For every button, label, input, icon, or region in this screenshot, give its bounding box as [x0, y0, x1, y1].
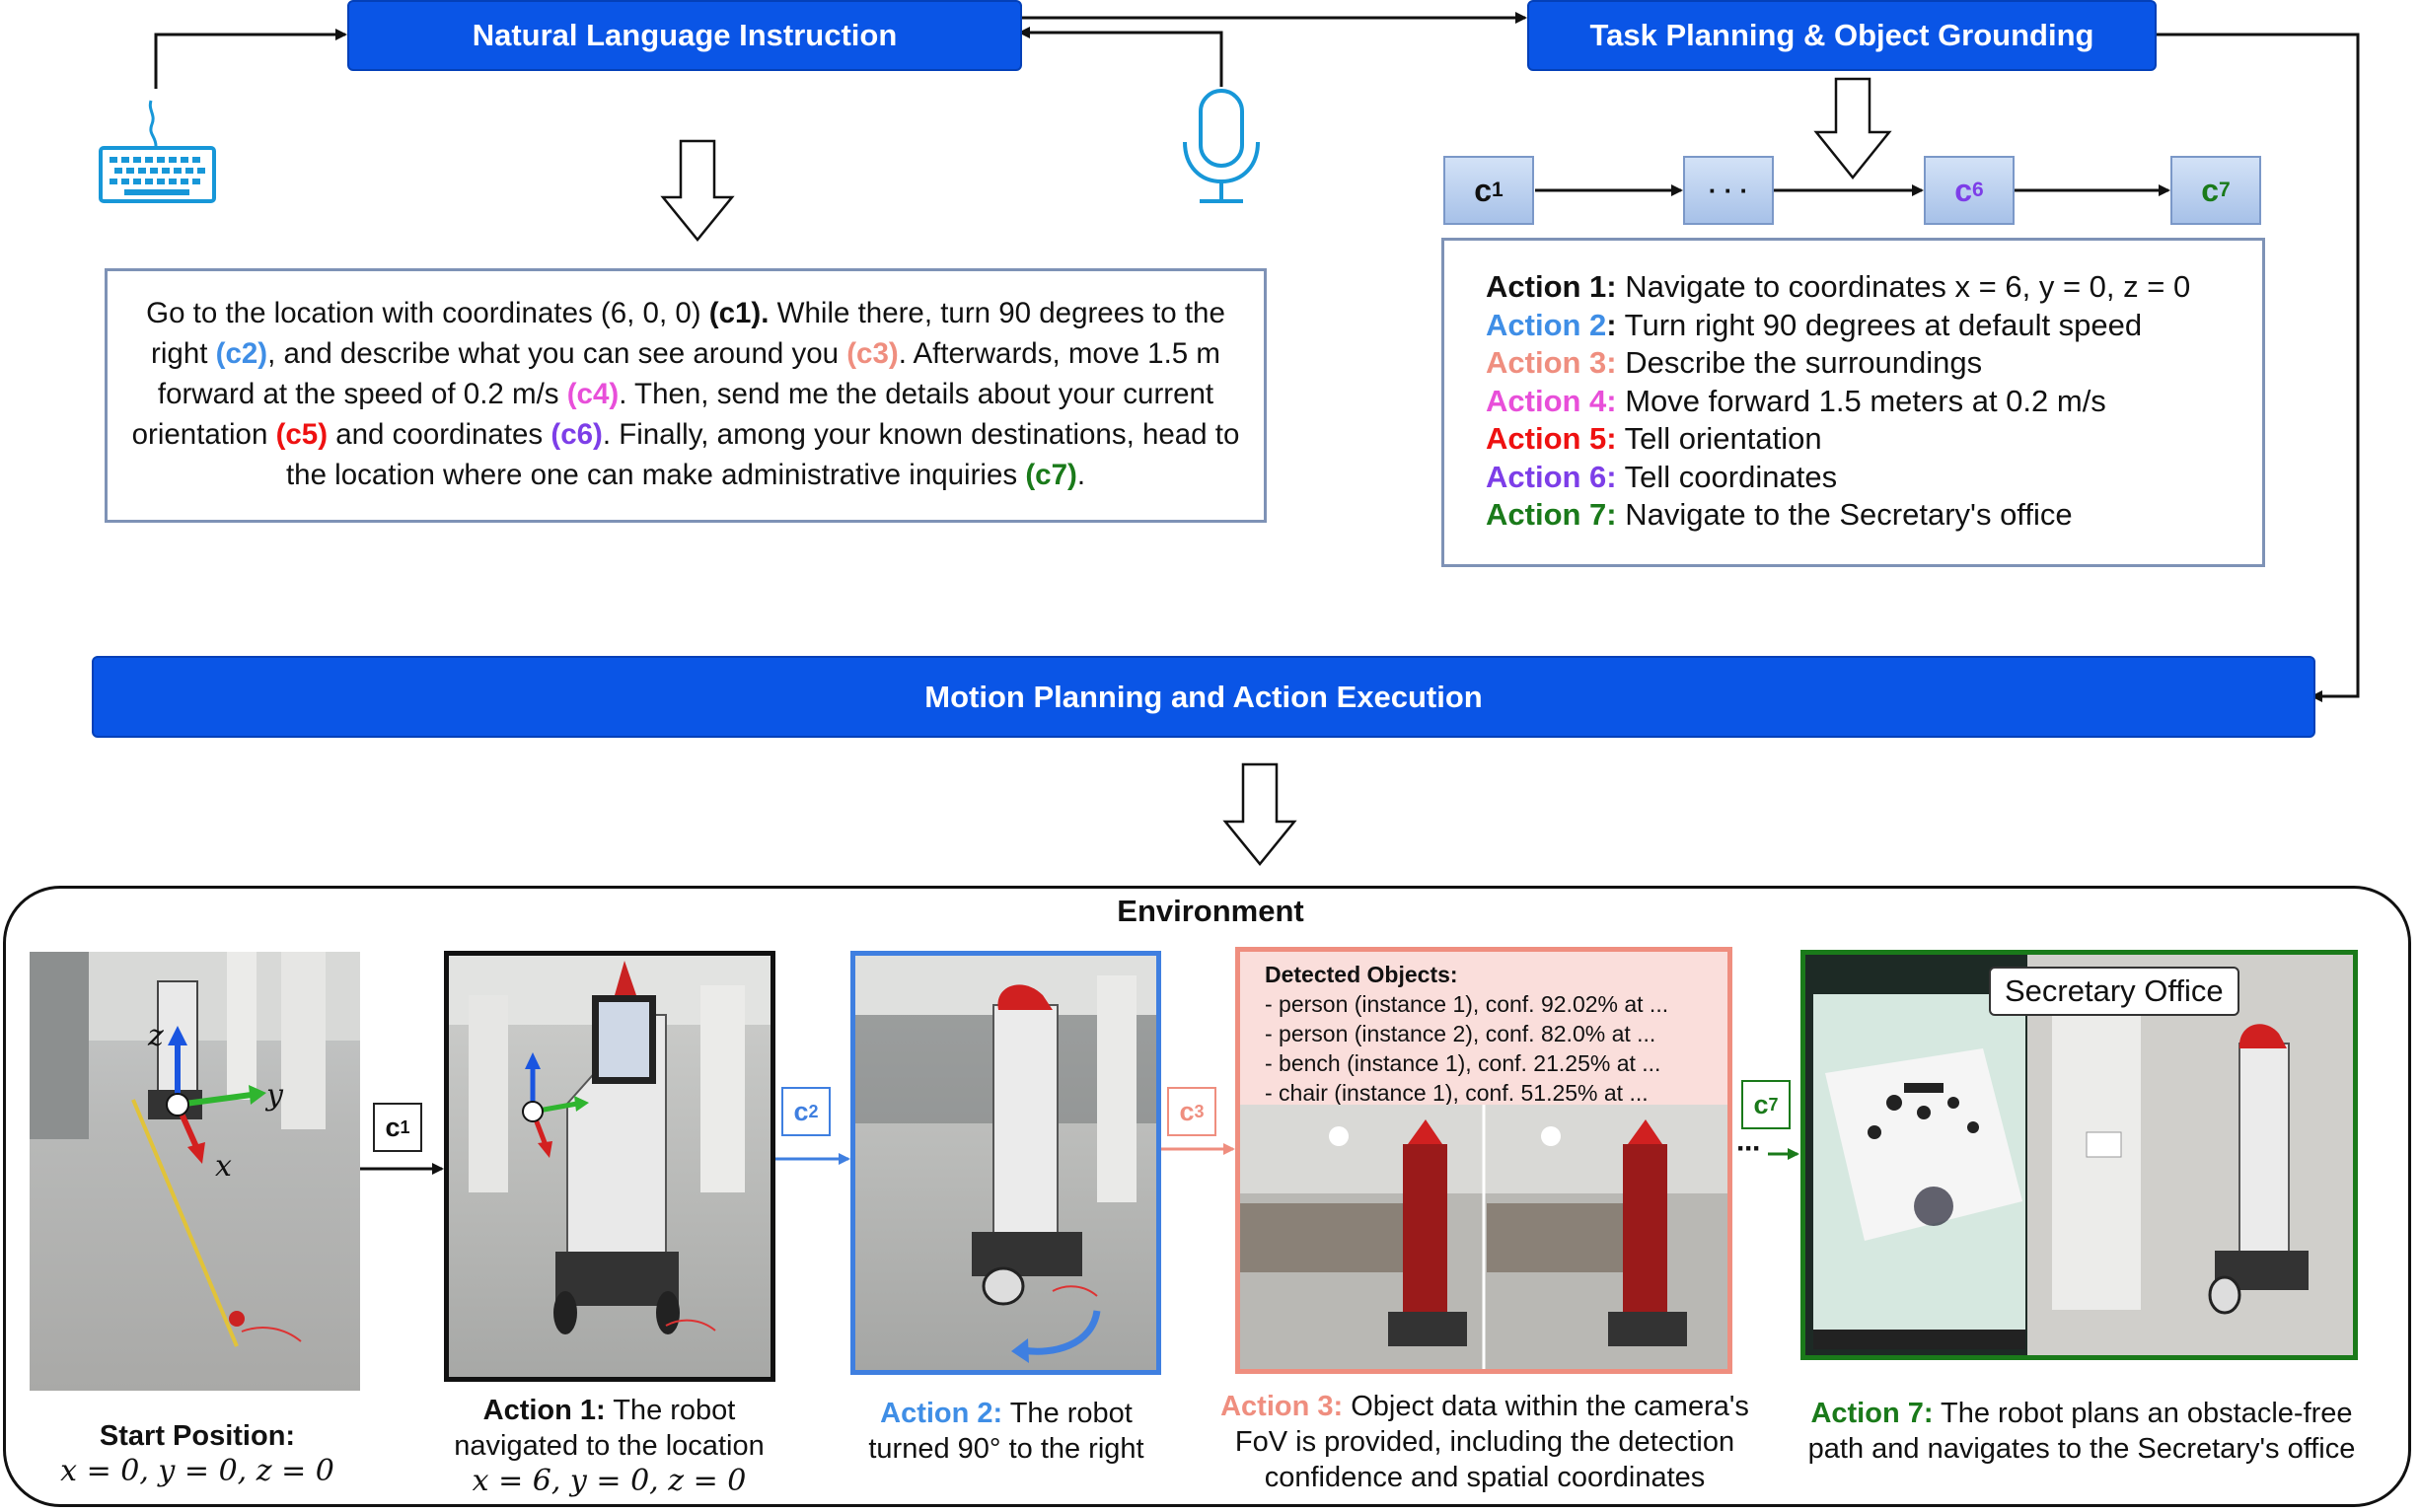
action1-photo: [444, 951, 775, 1382]
keyboard-icon: [99, 100, 216, 203]
ref-c7: (c7): [1025, 459, 1077, 491]
instruction-text: Go to the location with coordinates (6, …: [131, 297, 1240, 491]
action-item-3: Action 3: Describe the surroundings: [1486, 345, 1983, 380]
action-item-2: Action 2: Turn right 90 degrees at defau…: [1486, 307, 2143, 342]
action-item-4: Action 4: Move forward 1.5 meters at 0.2…: [1486, 383, 2106, 418]
axis-label-z: z: [148, 1019, 164, 1053]
detected-objects-box: Detected Objects: - person (instance 1),…: [1240, 952, 1727, 1106]
detected-object-item: - person (instance 2), conf. 82.0% at ..…: [1265, 1021, 1656, 1046]
action2-photo: [850, 951, 1161, 1375]
env-ellipsis: ···: [1736, 1132, 1762, 1165]
detected-object-item: - person (instance 1), conf. 92.02% at .…: [1265, 991, 1669, 1017]
detected-objects-title: Detected Objects:: [1265, 962, 1458, 987]
instruction-box: Go to the location with coordinates (6, …: [105, 268, 1267, 523]
axes-icon: [522, 1052, 589, 1158]
ref-c1: (c1).: [708, 297, 770, 329]
action3-caption: Action 3: Object data within the camera'…: [1220, 1391, 1749, 1493]
action3-panel: Detected Objects: - person (instance 1),…: [1235, 947, 1732, 1374]
ref-c2: (c2): [215, 337, 268, 370]
action-item-7: Action 7: Navigate to the Secretary's of…: [1486, 497, 2073, 532]
ref-c6: (c6): [550, 418, 603, 451]
connector-arrows: [154, 12, 2360, 866]
action-item-6: Action 6: Tell coordinates: [1486, 459, 1838, 494]
ref-c4: (c4): [566, 378, 620, 410]
action7-caption: Action 7: The robot plans an obstacle-fr…: [1807, 1398, 2356, 1465]
axis-label-x: x: [215, 1149, 232, 1184]
start-position-caption: Start Position: x = 0, y = 0, z = 0: [60, 1420, 334, 1488]
motion-planning-bar: Motion Planning and Action Execution: [92, 656, 2315, 738]
action-item-1: Action 1: Navigate to coordinates x = 6,…: [1486, 269, 2191, 304]
axis-label-y: y: [266, 1078, 283, 1113]
secretary-office-label: Secretary Office: [1989, 967, 2239, 1016]
action-item-5: Action 5: Tell orientation: [1486, 421, 1822, 456]
environment-title: Environment: [1117, 894, 1304, 928]
action7-photo: Secretary Office: [1800, 950, 2358, 1360]
start-position-photo: z y x: [30, 952, 360, 1391]
action1-caption: Action 1: The robot navigated to the loc…: [454, 1395, 765, 1498]
detected-object-item: - chair (instance 1), conf. 51.25% at ..…: [1265, 1080, 1649, 1106]
natural-language-instruction-bar: Natural Language Instruction: [347, 0, 1022, 71]
environment-panel: [3, 886, 2411, 1507]
ref-c5: (c5): [275, 418, 329, 451]
action-list: Action 1: Navigate to coordinates x = 6,…: [1486, 268, 2190, 535]
microphone-icon: [1183, 89, 1260, 203]
axes-icon: [166, 1026, 266, 1164]
ref-c3: (c3): [846, 337, 899, 370]
action-list-box: Action 1: Navigate to coordinates x = 6,…: [1441, 238, 2265, 567]
chain-dots: · · ·: [1683, 156, 1774, 225]
task-planning-bar: Task Planning & Object Grounding: [1527, 0, 2157, 71]
action2-caption: Action 2: The robot turned 90° to the ri…: [868, 1398, 1144, 1465]
detected-object-item: - bench (instance 1), conf. 21.25% at ..…: [1265, 1050, 1661, 1076]
